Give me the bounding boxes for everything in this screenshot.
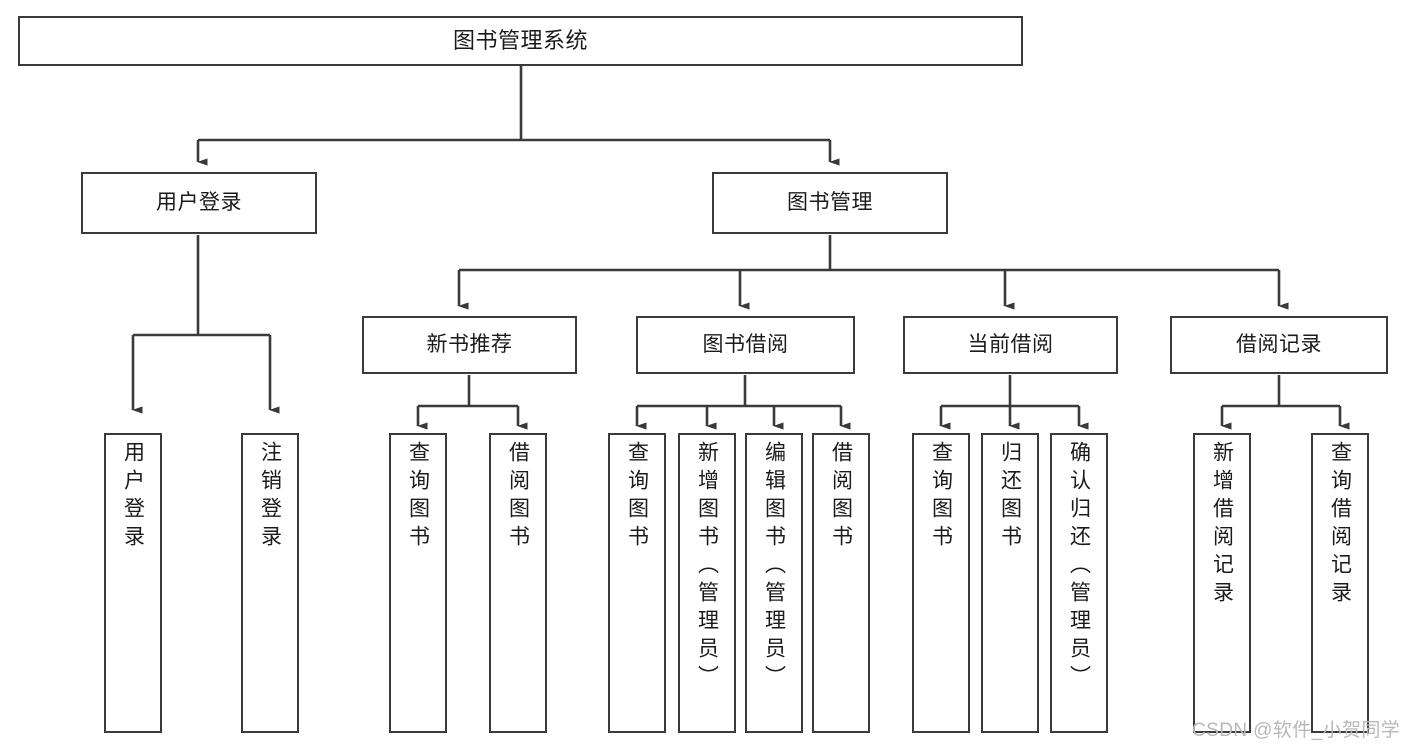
leaf-confirm-return-label: 确认归还（管理员） (1067, 441, 1091, 693)
node-new-book-recommend[interactable]: 新书推荐 (362, 316, 577, 374)
node-book-borrow[interactable]: 图书借阅 (636, 316, 855, 374)
leaf-query-record[interactable]: 查询借阅记录 (1311, 433, 1369, 733)
csdn-watermark: CSDN @软件_小贺同学 (1192, 720, 1401, 741)
node-root-system[interactable]: 图书管理系统 (18, 16, 1023, 66)
leaf-user-login-label: 用户登录 (121, 441, 145, 553)
leaf-user-logout-label: 注销登录 (258, 441, 282, 553)
node-user-login-label: 用户登录 (156, 190, 242, 214)
node-book-management[interactable]: 图书管理 (712, 172, 948, 234)
leaf-borrow-book-1-label: 借阅图书 (506, 441, 530, 553)
leaf-add-record-label: 新增借阅记录 (1210, 441, 1234, 609)
node-borrow-record[interactable]: 借阅记录 (1170, 316, 1388, 374)
leaf-return-book[interactable]: 归还图书 (981, 433, 1039, 733)
leaf-borrow-book-2[interactable]: 借阅图书 (812, 433, 870, 733)
leaf-query-book-3[interactable]: 查询图书 (912, 433, 970, 733)
leaf-query-book-2-label: 查询图书 (625, 441, 649, 553)
leaf-return-book-label: 归还图书 (998, 441, 1022, 553)
node-book-borrow-label: 图书借阅 (702, 332, 789, 356)
leaf-borrow-book-1[interactable]: 借阅图书 (489, 433, 547, 733)
leaf-add-record[interactable]: 新增借阅记录 (1193, 433, 1251, 733)
node-current-borrow-label: 当前借阅 (967, 332, 1054, 356)
leaf-edit-book-label: 编辑图书（管理员） (762, 441, 786, 693)
leaf-query-book-3-label: 查询图书 (929, 441, 953, 553)
leaf-borrow-book-2-label: 借阅图书 (829, 441, 853, 553)
node-book-management-label: 图书管理 (787, 190, 873, 214)
node-root-system-label: 图书管理系统 (452, 28, 588, 54)
node-current-borrow[interactable]: 当前借阅 (903, 316, 1118, 374)
leaf-query-book-1-label: 查询图书 (406, 441, 430, 553)
node-new-book-recommend-label: 新书推荐 (426, 332, 513, 356)
leaf-add-book-label: 新增图书（管理员） (695, 441, 719, 693)
leaf-user-login[interactable]: 用户登录 (104, 433, 162, 733)
leaf-user-logout[interactable]: 注销登录 (241, 433, 299, 733)
leaf-confirm-return[interactable]: 确认归还（管理员） (1050, 433, 1108, 733)
node-user-login[interactable]: 用户登录 (81, 172, 317, 234)
leaf-add-book[interactable]: 新增图书（管理员） (678, 433, 736, 733)
leaf-edit-book[interactable]: 编辑图书（管理员） (745, 433, 803, 733)
leaf-query-record-label: 查询借阅记录 (1328, 441, 1352, 609)
leaf-query-book-2[interactable]: 查询图书 (608, 433, 666, 733)
leaf-query-book-1[interactable]: 查询图书 (389, 433, 447, 733)
node-borrow-record-label: 借阅记录 (1236, 332, 1322, 356)
